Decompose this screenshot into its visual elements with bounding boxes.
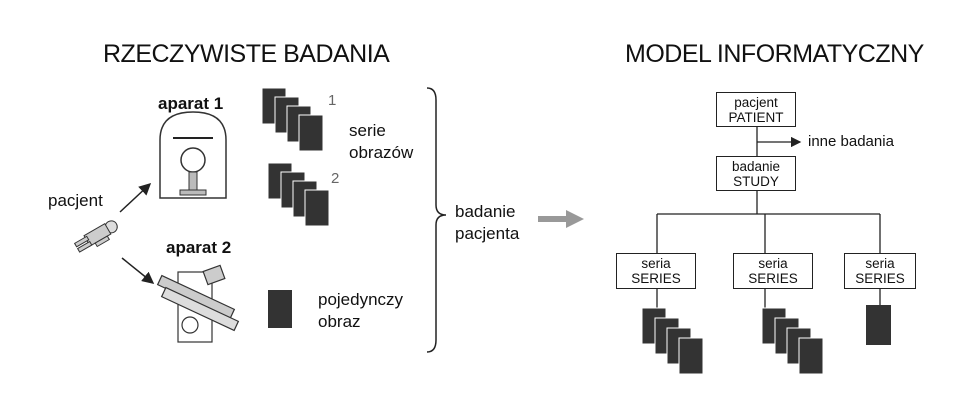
series-box-2-line2: SERIES — [748, 271, 798, 286]
scanner-icon — [159, 111, 227, 199]
study-label-line2: pacjenta — [455, 224, 520, 243]
patient-figure-icon — [73, 220, 118, 253]
tree-connectors — [656, 126, 881, 308]
series-box-3: seria SERIES — [844, 253, 916, 289]
arrow-to-device1 — [119, 182, 152, 213]
patient-box-line2: PATIENT — [728, 110, 784, 125]
other-studies-label: inne badania — [808, 133, 894, 150]
study-box-line1: badanie — [731, 159, 781, 174]
curly-brace-icon — [426, 87, 447, 353]
series-box-1: seria SERIES — [616, 253, 696, 289]
series-box-3-line1: seria — [865, 256, 895, 271]
study-box: badanie STUDY — [716, 156, 796, 191]
device1-label: aparat 1 — [158, 94, 224, 113]
image-stack-icon — [641, 307, 704, 375]
series-box-2-line1: seria — [758, 256, 788, 271]
single-image-label-line2: obraz — [318, 312, 361, 331]
process-arrow-icon — [538, 210, 584, 228]
single-image-icon — [268, 290, 292, 328]
right-title: MODEL INFORMATYCZNY — [625, 40, 924, 68]
ct-gantry-icon — [156, 264, 240, 343]
left-title: RZECZYWISTE BADANIA — [103, 40, 390, 68]
series-box-1-line1: seria — [641, 256, 671, 271]
series-label-line1: serie — [349, 121, 386, 140]
series-number-2: 2 — [331, 170, 340, 187]
image-stack-icon — [761, 307, 824, 375]
study-box-line2: STUDY — [733, 174, 779, 189]
patient-box-line1: pacjent — [734, 95, 778, 110]
image-stack-icon — [267, 162, 330, 227]
series-box-3-line2: SERIES — [855, 271, 905, 286]
study-label-line1: badanie — [455, 202, 516, 221]
patient-box: pacjent PATIENT — [716, 92, 796, 127]
single-image-label-line1: pojedynczy — [318, 290, 404, 309]
device2-label: aparat 2 — [166, 238, 232, 257]
series-box-1-line2: SERIES — [631, 271, 681, 286]
single-image-icon — [866, 305, 891, 345]
image-stack-icon — [261, 87, 324, 152]
series-number-1: 1 — [328, 92, 337, 109]
patient-label: pacjent — [48, 191, 103, 210]
series-box-2: seria SERIES — [733, 253, 813, 289]
arrow-to-device2 — [121, 257, 155, 284]
series-label-line2: obrazów — [349, 143, 414, 162]
